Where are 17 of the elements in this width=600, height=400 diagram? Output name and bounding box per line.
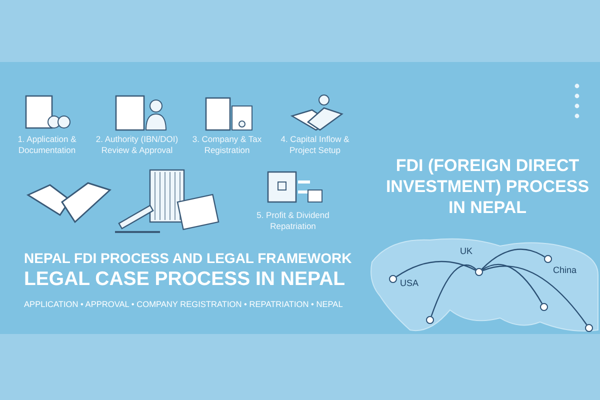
step-caption: 2. Authority (IBN/DOI) Review & Approval <box>94 134 180 156</box>
route-line <box>481 248 545 270</box>
step-caption: 4. Capital Inflow & Project Setup <box>280 134 350 156</box>
subheading: NEPAL FDI PROCESS AND LEGAL FRAMEWORK <box>24 250 352 266</box>
country-label: USA <box>400 278 419 288</box>
heading: LEGAL CASE PROCESS IN NEPAL <box>24 268 346 291</box>
keyword-line: APPLICATION • APPROVAL • COMPANY REGISTRATION • REPATRIATION • NEPAL <box>24 299 343 309</box>
route-line <box>396 260 476 278</box>
step-caption: 5. Profit & Dividend Repatriation <box>256 210 330 232</box>
step-caption: 1. Application & Documentation <box>16 134 78 156</box>
title: FDI (FOREIGN DIRECT INVESTMENT) PROCESS IN NEPAL <box>384 155 590 218</box>
step-caption: 3. Company & Tax Registration <box>191 134 263 156</box>
country-label: China <box>553 265 577 275</box>
country-label: UK <box>460 246 473 256</box>
route-line <box>482 264 543 304</box>
route-line <box>430 264 476 316</box>
route-line <box>482 266 588 326</box>
